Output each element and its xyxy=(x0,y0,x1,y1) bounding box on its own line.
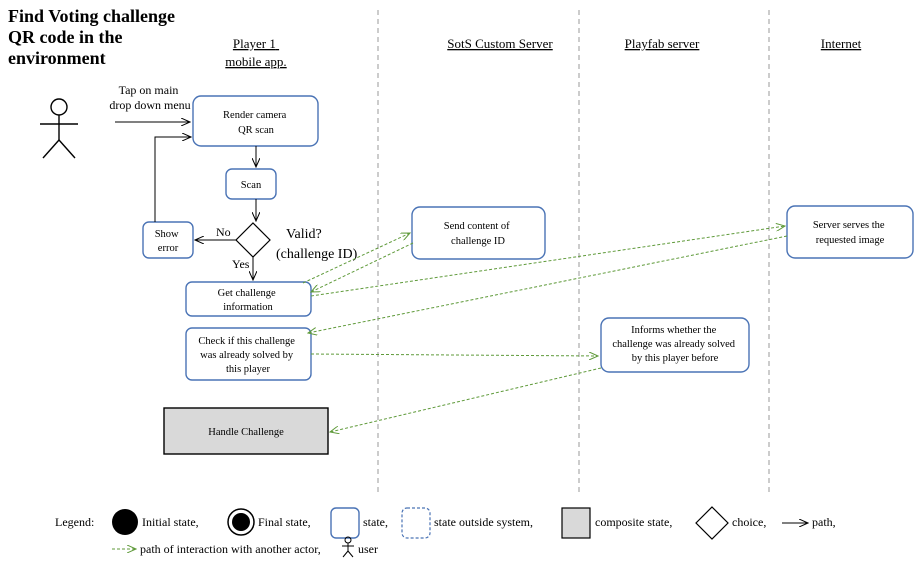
valid-choice-label: Valid? (challenge ID) xyxy=(276,227,358,262)
legend: Legend: Initial state, Final state, stat… xyxy=(55,506,836,558)
edge-label-yes: Yes xyxy=(232,257,250,271)
server-serves-node xyxy=(786,205,914,259)
legend-state: state, xyxy=(363,515,388,529)
interaction-arrow xyxy=(311,242,414,292)
legend-user: user xyxy=(358,542,378,556)
initial-state-icon xyxy=(112,509,138,535)
get-challenge-info-node xyxy=(185,281,312,317)
handle-challenge-node xyxy=(163,407,329,455)
legend-choice: choice, xyxy=(732,515,766,529)
show-error-node xyxy=(142,221,194,259)
informs-label: Informs whether the challenge was alread… xyxy=(612,325,737,364)
send-content-node xyxy=(411,206,546,260)
scan-node xyxy=(225,168,277,200)
render-camera-label: Render camera QR scan xyxy=(223,110,289,136)
scan-label: Scan xyxy=(241,180,262,191)
title-line: environment xyxy=(8,48,106,68)
user-legend-icon xyxy=(342,536,354,558)
get-challenge-info-label: Get challenge information xyxy=(218,288,279,313)
send-content-label: Send content of challenge ID xyxy=(444,221,513,247)
legend-outside: state outside system, xyxy=(434,515,533,529)
legend-prefix: Legend: xyxy=(55,515,94,529)
composite-state-icon xyxy=(561,507,591,539)
server-serves-label: Server serves the requested image xyxy=(813,220,887,246)
actor-action-label: Tap on main drop down menu xyxy=(109,83,190,112)
interaction-arrow xyxy=(308,235,788,333)
legend-composite: composite state, xyxy=(595,515,672,529)
user-actor-icon xyxy=(40,98,78,159)
interaction-paths xyxy=(302,226,788,432)
show-error-label: Show error xyxy=(155,229,182,254)
diagram-title: Find Voting challenge QR code in the env… xyxy=(8,6,180,68)
path-arrow xyxy=(154,137,191,222)
interaction-arrow xyxy=(310,226,785,297)
handle-challenge-label: Handle Challenge xyxy=(208,427,284,438)
outside-state-icon xyxy=(401,507,431,539)
edge-label-no: No xyxy=(216,225,231,239)
lane-header-sots: SotS Custom Server xyxy=(447,36,553,51)
valid-choice-diamond xyxy=(235,222,271,258)
lane-header-internet: Internet xyxy=(821,36,862,51)
legend-path: path, xyxy=(812,515,836,529)
lane-header-playfab: Playfab server xyxy=(625,36,700,51)
render-camera-node xyxy=(192,95,319,147)
interaction-arrow xyxy=(310,354,598,356)
state-icon xyxy=(330,507,360,539)
check-solved-label: Check if this challenge was already solv… xyxy=(198,336,297,375)
title-line: QR code in the xyxy=(8,27,123,47)
lane-header-player: Player 1 mobile app. xyxy=(225,36,286,69)
legend-initial: Initial state, xyxy=(142,515,199,529)
informs-node xyxy=(600,317,750,373)
legend-final: Final state, xyxy=(258,515,311,529)
title-line: Find Voting challenge xyxy=(8,6,175,26)
choice-icon xyxy=(695,506,729,540)
legend-interaction: path of interaction with another actor, xyxy=(140,542,321,556)
interaction-arrow xyxy=(330,367,602,432)
